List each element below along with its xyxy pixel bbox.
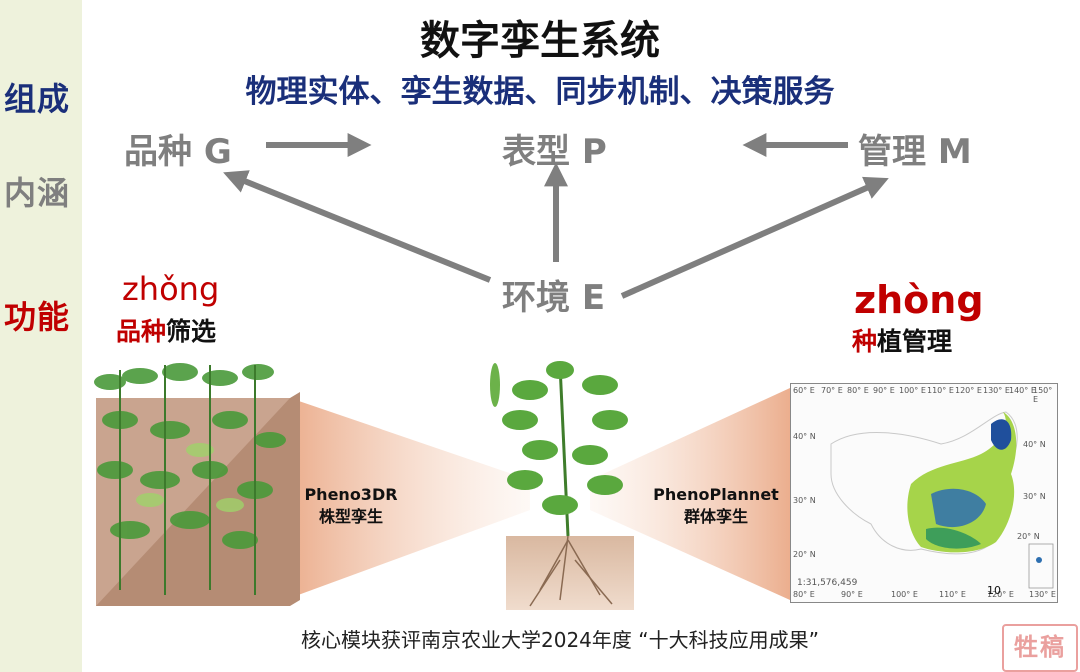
panel-left-tool: Pheno3DR: [304, 485, 398, 504]
map-top-tick-2: 80° E: [847, 386, 869, 395]
beam-left: [290, 398, 530, 598]
function-title-right: 种植管理: [852, 322, 952, 358]
map-top-tick-7: 130° E: [983, 386, 1010, 395]
map-top-tick-9: 150° E: [1033, 386, 1053, 404]
page-title: 数字孪生系统: [420, 18, 660, 64]
beam-right: [590, 388, 790, 600]
pinyin-left: zhǒng: [122, 270, 220, 308]
china-map-graphic: [830, 411, 1054, 589]
sidebar-label-connotation: 内涵: [4, 174, 71, 212]
arrow-e-to-g: [223, 170, 492, 283]
map-left-tick-1: 30° N: [793, 496, 816, 505]
map-top-tick-8: 140° E: [1009, 386, 1036, 395]
map-right-tick-2: 20° N: [1017, 532, 1040, 541]
function-title-right-highlight: 种: [852, 327, 878, 356]
panel-label-left: Pheno3DR 株型孪生: [296, 484, 406, 528]
function-title-left-rest: 筛选: [166, 317, 217, 346]
map-top-tick-5: 110° E: [927, 386, 954, 395]
footer-note: 核心模块获评南京农业大学2024年度 “十大科技应用成果”: [301, 628, 819, 652]
map-bottom-tick-0: 80° E: [793, 590, 815, 599]
map-left-tick-2: 20° N: [793, 550, 816, 559]
map-top-tick-0: 60° E: [793, 386, 815, 395]
node-genotype: 品种 G: [124, 132, 232, 172]
panel-right-desc: 群体孪生: [683, 507, 748, 526]
sidebar: 组成 内涵 功能: [0, 0, 82, 672]
china-map: 60° E 70° E 80° E 90° E 100° E 110° E 12…: [790, 383, 1058, 603]
node-management: 管理 M: [858, 132, 972, 172]
map-right-tick-0: 40° N: [1023, 440, 1046, 449]
watermark-text: 牲稿: [1014, 632, 1066, 661]
map-top-tick-6: 120° E: [955, 386, 982, 395]
function-title-right-rest: 植管理: [877, 327, 953, 356]
function-title-left: 品种筛选: [116, 312, 216, 348]
map-top-tick-1: 70° E: [821, 386, 843, 395]
map-bottom-tick-5: 130° E: [1029, 590, 1056, 599]
sidebar-label-composition: 组成: [4, 80, 71, 118]
function-title-left-highlight: 品种: [116, 317, 167, 346]
pinyin-right: zhòng: [854, 278, 984, 322]
plant-canopy-cube: [94, 363, 300, 606]
map-scale: 1:31,576,459: [797, 578, 858, 588]
map-bottom-tick-2: 100° E: [891, 590, 918, 599]
map-top-tick-3: 90° E: [873, 386, 895, 395]
map-left-tick-0: 40° N: [793, 432, 816, 441]
arrow-e-to-m: [620, 176, 889, 299]
panel-label-right: PhenoPlannet 群体孪生: [646, 484, 786, 528]
map-bottom-tick-1: 90° E: [841, 590, 863, 599]
components-subtitle: 物理实体、孪生数据、同步机制、决策服务: [245, 74, 835, 110]
map-bottom-tick-4: 120° E: [987, 590, 1014, 599]
map-bottom-tick-3: 110° E: [939, 590, 966, 599]
sidebar-label-function: 功能: [4, 298, 71, 336]
soybean-plant: [490, 361, 634, 610]
map-right-tick-1: 30° N: [1023, 492, 1046, 501]
node-phenotype: 表型 P: [502, 132, 607, 172]
panel-left-desc: 株型孪生: [318, 507, 383, 526]
map-inset-number: 10: [987, 584, 1001, 597]
panel-right-tool: PhenoPlannet: [653, 485, 779, 504]
map-top-tick-4: 100° E: [899, 386, 926, 395]
node-environment: 环境 E: [502, 278, 606, 318]
watermark-stamp: 牲稿: [1002, 624, 1078, 672]
